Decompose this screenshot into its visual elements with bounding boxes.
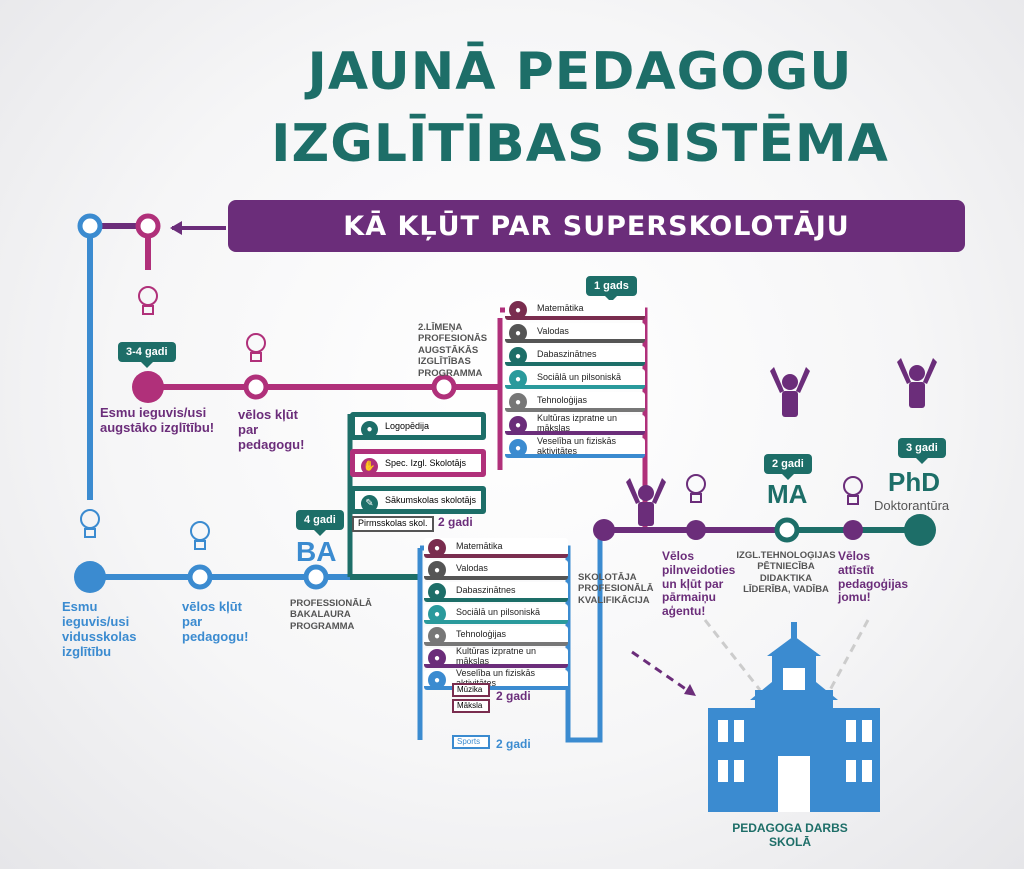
hand-icon: ✋ <box>361 458 378 475</box>
art-box: Māksla <box>452 699 490 713</box>
subject-label: Sociālā un pilsoniskā <box>456 607 541 617</box>
phd-label: PhD <box>888 467 940 497</box>
subject-icon: ● <box>509 324 527 342</box>
subject-bar: ● Dabaszinātnes <box>505 346 645 366</box>
school-label: PEDAGOGA DARBS SKOLĀ <box>732 821 848 849</box>
ma-label: MA <box>767 479 808 509</box>
subject-icon: ● <box>509 439 527 457</box>
subject-icon: ● <box>428 649 446 667</box>
develop-label: Vēlos attīstīt pedagoģijas jomu! <box>838 549 909 605</box>
subject-bar: ● Kultūras izpratne un mākslas <box>424 646 568 668</box>
subject-label: Valodas <box>537 326 569 336</box>
subject-label: Valodas <box>456 563 488 573</box>
subject-bar: ● Sociālā un pilsoniskā <box>424 604 568 624</box>
subject-bar: ● Kultūras izpratne un mākslas <box>505 413 645 435</box>
subject-icon: ● <box>428 561 446 579</box>
subject-label: Veselība un fiziskās aktivitātes <box>537 436 617 456</box>
subject-label: Matemātika <box>456 541 503 551</box>
bottom-program-label: PROFESSIONĀLĀ BAKALAURA PROGRAMMA <box>290 598 372 632</box>
change-agent-label: Vēlos pilnveidoties un kļūt par pārmaiņu… <box>662 549 736 619</box>
music-art-duration: 2 gadi <box>496 689 531 703</box>
subject-label: Tehnoloģijas <box>537 395 588 405</box>
subject-bar: ● Matemātika <box>424 538 568 558</box>
subject-icon: ● <box>428 583 446 601</box>
spec-primary-label: Sākumskolas skolotājs <box>385 495 477 505</box>
top-program-label: 2.LĪMEŅA PROFESIONĀS AUGSTĀKĀS IZGLĪTĪBA… <box>418 322 488 379</box>
spec-logo-label: Logopēdija <box>385 421 430 431</box>
phd-sublabel: Doktorantūra <box>874 498 950 513</box>
subject-icon: ● <box>509 370 527 388</box>
sports-box: Sports <box>452 735 490 749</box>
subtitle-banner: KĀ KĻŪT PAR SUPERSKOLOTĀJU <box>228 200 965 252</box>
spec-logopedija: ● Logopēdija <box>350 412 486 440</box>
top-want-label: vēlos kļūt par pedagogu! <box>238 407 305 452</box>
subject-icon: ● <box>428 627 446 645</box>
subject-icon: ● <box>509 393 527 411</box>
subject-icon: ● <box>428 539 446 557</box>
sports-duration: 2 gadi <box>496 737 531 751</box>
top-start-label: Esmu ieguvis/usi augstāko izglītību! <box>100 405 215 435</box>
subject-label: Dabaszinātnes <box>456 585 516 595</box>
subject-label: Sociālā un pilsoniskā <box>537 372 622 382</box>
duration-badge-top: 3-4 gadi <box>118 342 176 368</box>
subject-label: Kultūras izpratne un mākslas <box>456 646 537 666</box>
spec-spec-label: Spec. Izgl. Skolotājs <box>385 458 467 468</box>
subject-bar: ● Tehnoloģijas <box>505 392 645 412</box>
preschool-duration: 2 gadi <box>438 515 473 529</box>
subject-icon: ● <box>509 347 527 365</box>
subject-icon: ● <box>509 301 527 319</box>
subject-label: Kultūras izpratne un mākslas <box>537 413 618 433</box>
subject-bar: ● Tehnoloģijas <box>424 626 568 646</box>
subject-label: Dabaszinātnes <box>537 349 597 359</box>
bottom-start-label: Esmu ieguvis/usi vidusskolas izglītību <box>62 599 137 659</box>
qualification-label: SKOLOTĀJA PROFESIONĀLĀ KVALIFIKĀCIJA <box>578 572 654 606</box>
ba-label: BA <box>296 536 337 567</box>
subject-bar: ● Valodas <box>505 323 645 343</box>
title-line-2: IZGLĪTĪBAS SISTĒMA <box>271 114 889 174</box>
subject-label: Matemātika <box>537 303 584 313</box>
spec-primary: ✎ Sākumskolas skolotājs <box>350 486 486 514</box>
subject-label: Tehnoloģijas <box>456 629 507 639</box>
subject-bar: ● Veselība un fiziskās aktivitātes <box>505 436 645 458</box>
subject-icon: ● <box>428 605 446 623</box>
subject-bar: ●Veselība un fiziskās aktivitātes <box>424 668 568 690</box>
subject-icon: ● <box>428 671 446 689</box>
subject-icon: ● <box>509 416 527 434</box>
subject-bar: ● Valodas <box>424 560 568 580</box>
bottom-want-label: vēlos kļūt par pedagogu! <box>182 599 249 644</box>
spec-preschool: Pirmsskolas skol. <box>352 516 434 532</box>
duration-badge-ba: 4 gadi <box>296 510 344 536</box>
spec-special-ed: ✋ Spec. Izgl. Skolotājs <box>350 449 486 477</box>
speech-icon: ● <box>361 421 378 438</box>
pencil-icon: ✎ <box>361 495 378 512</box>
duration-badge-one-year: 1 gads <box>586 276 637 302</box>
subject-bar: ● Sociālā un pilsoniskā <box>505 369 645 389</box>
music-box: Mūzika <box>452 683 490 697</box>
ma-topics: IZGL.TEHNOLOĢIJAS PĒTNIECĪBA DIDAKTIKA L… <box>736 550 836 596</box>
subject-bar: ● Matemātika <box>505 300 645 320</box>
subject-bar: ● Dabaszinātnes <box>424 582 568 602</box>
title-line-1: JAUNĀ PEDAGOGU <box>307 42 853 102</box>
duration-badge-phd: 3 gadi <box>898 438 946 464</box>
duration-badge-ma: 2 gadi <box>764 454 812 480</box>
